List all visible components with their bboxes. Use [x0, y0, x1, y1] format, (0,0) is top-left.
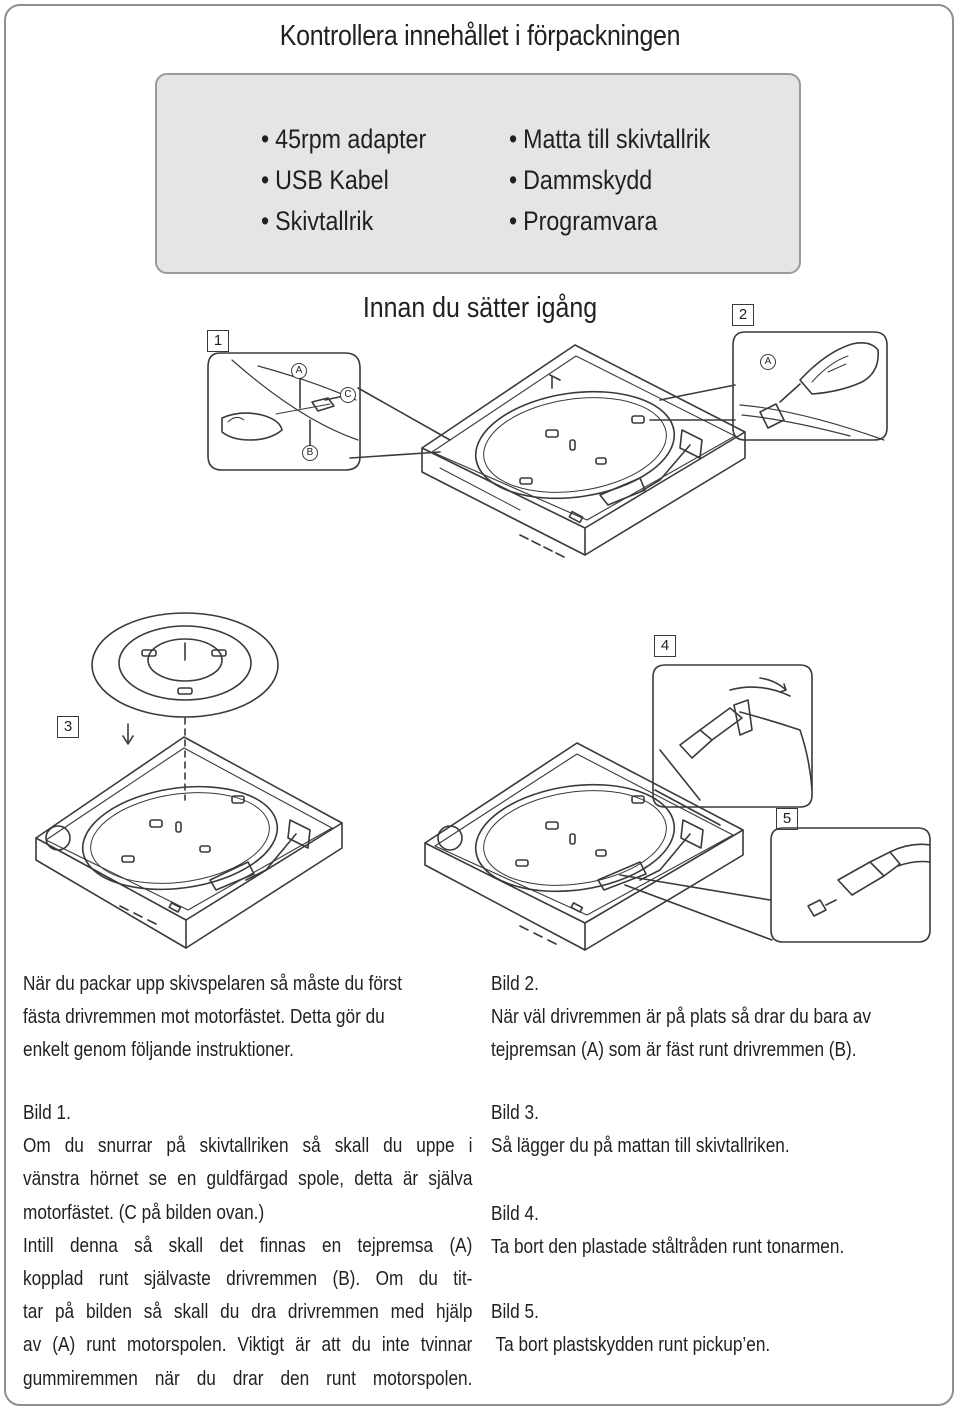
contents-item: Skivtallrik [261, 201, 426, 242]
section-subtitle: Innan du sätter igång [362, 292, 598, 324]
figure-number-4: 4 [654, 635, 676, 657]
bild5-heading: Bild 5. [491, 1300, 539, 1323]
contents-item: USB Kabel [261, 160, 426, 201]
callout-c-fig1: C [340, 387, 356, 403]
callout-a-fig1: A [291, 363, 307, 379]
bild3-section: Bild 3. Så lägger du på mattan till skiv… [491, 1096, 931, 1162]
bild1-line: motorfästet. (C på bilden ovan.) [23, 1200, 265, 1224]
bild1-line: tar på bilden så skall du dra drivremmen… [23, 1300, 473, 1324]
callout-b-fig1: B [302, 445, 318, 461]
callout-line [357, 387, 451, 441]
bild1-line: vänstra hörnet se en guldfärgad spole, d… [23, 1167, 473, 1191]
bild1-line: Intill denna så skall det finnas en tejp… [23, 1233, 473, 1257]
intro-text: När du packar upp skivspelaren så måste … [23, 967, 473, 1067]
figure-2-turntable-illustration [421, 344, 746, 558]
figure-5-turntable-illustration [424, 742, 744, 951]
bild1-line: av (A) runt motorspolen. Viktigt är att … [23, 1333, 473, 1357]
figure-2-detail-illustration [732, 331, 888, 441]
bild1-heading: Bild 1. [23, 1101, 71, 1124]
figure-1-detail-illustration [207, 352, 361, 471]
contents-item: Dammskydd [509, 160, 710, 201]
figure-number-1: 1 [207, 330, 229, 352]
contents-item: 45rpm adapter [261, 119, 426, 160]
bild2-heading: Bild 2. [491, 972, 539, 995]
turntable-illustrations [35, 331, 931, 951]
page-frame [4, 4, 954, 1406]
bild2-line: När väl drivremmen är på plats så drar d… [491, 1005, 871, 1029]
bild1-line: gummiremmen när du drar den runt motorsp… [23, 1366, 473, 1390]
page-title: Kontrollera innehållet i förpackningen [279, 20, 681, 52]
bild2-section: Bild 2. När väl drivremmen är på plats s… [491, 967, 931, 1067]
figure-number-2: 2 [732, 304, 754, 326]
bild4-heading: Bild 4. [491, 1202, 539, 1225]
figure-3-mat-illustration [91, 612, 279, 801]
bild2-line: tejpremsan (A) som är fäst runt drivremm… [491, 1038, 857, 1062]
contents-item: Matta till skivtallrik [509, 119, 710, 160]
bild1-line: kopplad runt självaste drivremmen (B). O… [23, 1267, 473, 1291]
bild1-line: Om du snurrar på skivtallriken så skall … [23, 1134, 473, 1158]
intro-line: När du packar upp skivspelaren så måste … [23, 972, 403, 995]
callout-line [659, 384, 736, 401]
contents-list-right: Matta till skivtallrik Dammskydd Program… [509, 119, 743, 242]
intro-line: fästa drivremmen mot motorfästet. Detta … [23, 1005, 385, 1029]
bild4-text: Ta bort den plastade ståltråden runt ton… [491, 1235, 845, 1259]
figure-5-detail-illustration [770, 827, 931, 943]
callout-line [619, 874, 771, 901]
bild3-text: Så lägger du på mattan till skivtallrike… [491, 1134, 790, 1158]
callout-a-fig2: A [760, 354, 776, 370]
figure-number-5: 5 [776, 808, 798, 830]
contents-list-left: 45rpm adapter USB Kabel Skivtallrik [261, 119, 453, 242]
figure-number-3: 3 [57, 716, 79, 738]
callout-line [659, 749, 701, 801]
intro-line: enkelt genom följande instruktioner. [23, 1038, 294, 1062]
callout-line [349, 451, 441, 459]
figure-4-detail-illustration [652, 664, 813, 808]
package-contents-box: 45rpm adapter USB Kabel Skivtallrik Matt… [155, 73, 801, 274]
callout-line [624, 884, 773, 941]
bild3-heading: Bild 3. [491, 1101, 539, 1124]
bild1-section: Bild 1. Om du snurrar på skivtallriken s… [23, 1096, 473, 1395]
contents-item: Programvara [509, 201, 710, 242]
bild5-section: Bild 5. Ta bort plastskydden runt pickup… [491, 1295, 931, 1361]
figure-3-turntable-illustration [35, 736, 343, 949]
bild4-section: Bild 4. Ta bort den plastade ståltråden … [491, 1197, 931, 1263]
bild5-text: Ta bort plastskydden runt pickup’en. [491, 1333, 771, 1357]
